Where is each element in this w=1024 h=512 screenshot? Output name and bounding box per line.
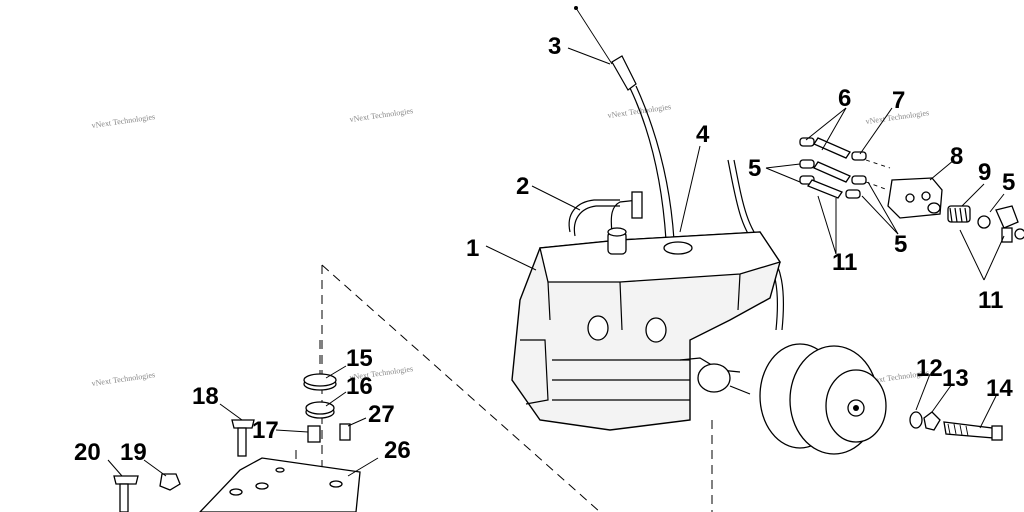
- callout-12: 12: [916, 355, 943, 382]
- callout-9: 9: [978, 159, 991, 186]
- engine-block: [511, 227, 782, 431]
- callout-3: 3: [548, 33, 561, 60]
- callout-19: 19: [120, 439, 147, 466]
- callout-15: 15: [346, 345, 373, 372]
- callout-16: 16: [346, 373, 373, 400]
- callout-13: 13: [942, 365, 969, 392]
- callout-8: 8: [950, 143, 963, 170]
- callout-18: 18: [192, 383, 219, 410]
- oil-line: [568, 191, 643, 237]
- watermark: vNext Technologies: [91, 370, 156, 388]
- engine-mount-hardware: [113, 373, 361, 512]
- drive-clutch: [759, 343, 1003, 455]
- callout-5: 5: [894, 231, 907, 258]
- callout-17: 17: [252, 417, 279, 444]
- callouts: 1 2 3 4 5 5 5 6 7 8 9 11 11 12 13 14 15 …: [74, 33, 1015, 466]
- callout-5: 5: [748, 155, 761, 182]
- watermark: vNext Technologies: [91, 112, 156, 130]
- callout-27: 27: [368, 401, 395, 428]
- callout-11: 11: [978, 287, 1003, 314]
- callout-6: 6: [838, 85, 851, 112]
- throttle-cable: [574, 6, 675, 241]
- callout-5: 5: [1002, 169, 1015, 196]
- callout-2: 2: [516, 173, 529, 200]
- callout-7: 7: [892, 87, 905, 114]
- callout-14: 14: [986, 375, 1013, 402]
- callout-1: 1: [466, 235, 479, 262]
- callout-11: 11: [832, 249, 857, 276]
- watermark: vNext Technologies: [349, 106, 414, 124]
- leader-lines: [107, 47, 1005, 477]
- callout-20: 20: [74, 439, 101, 466]
- fuel-pump-assembly: [799, 137, 1024, 243]
- callout-26: 26: [384, 437, 411, 464]
- callout-4: 4: [696, 121, 710, 148]
